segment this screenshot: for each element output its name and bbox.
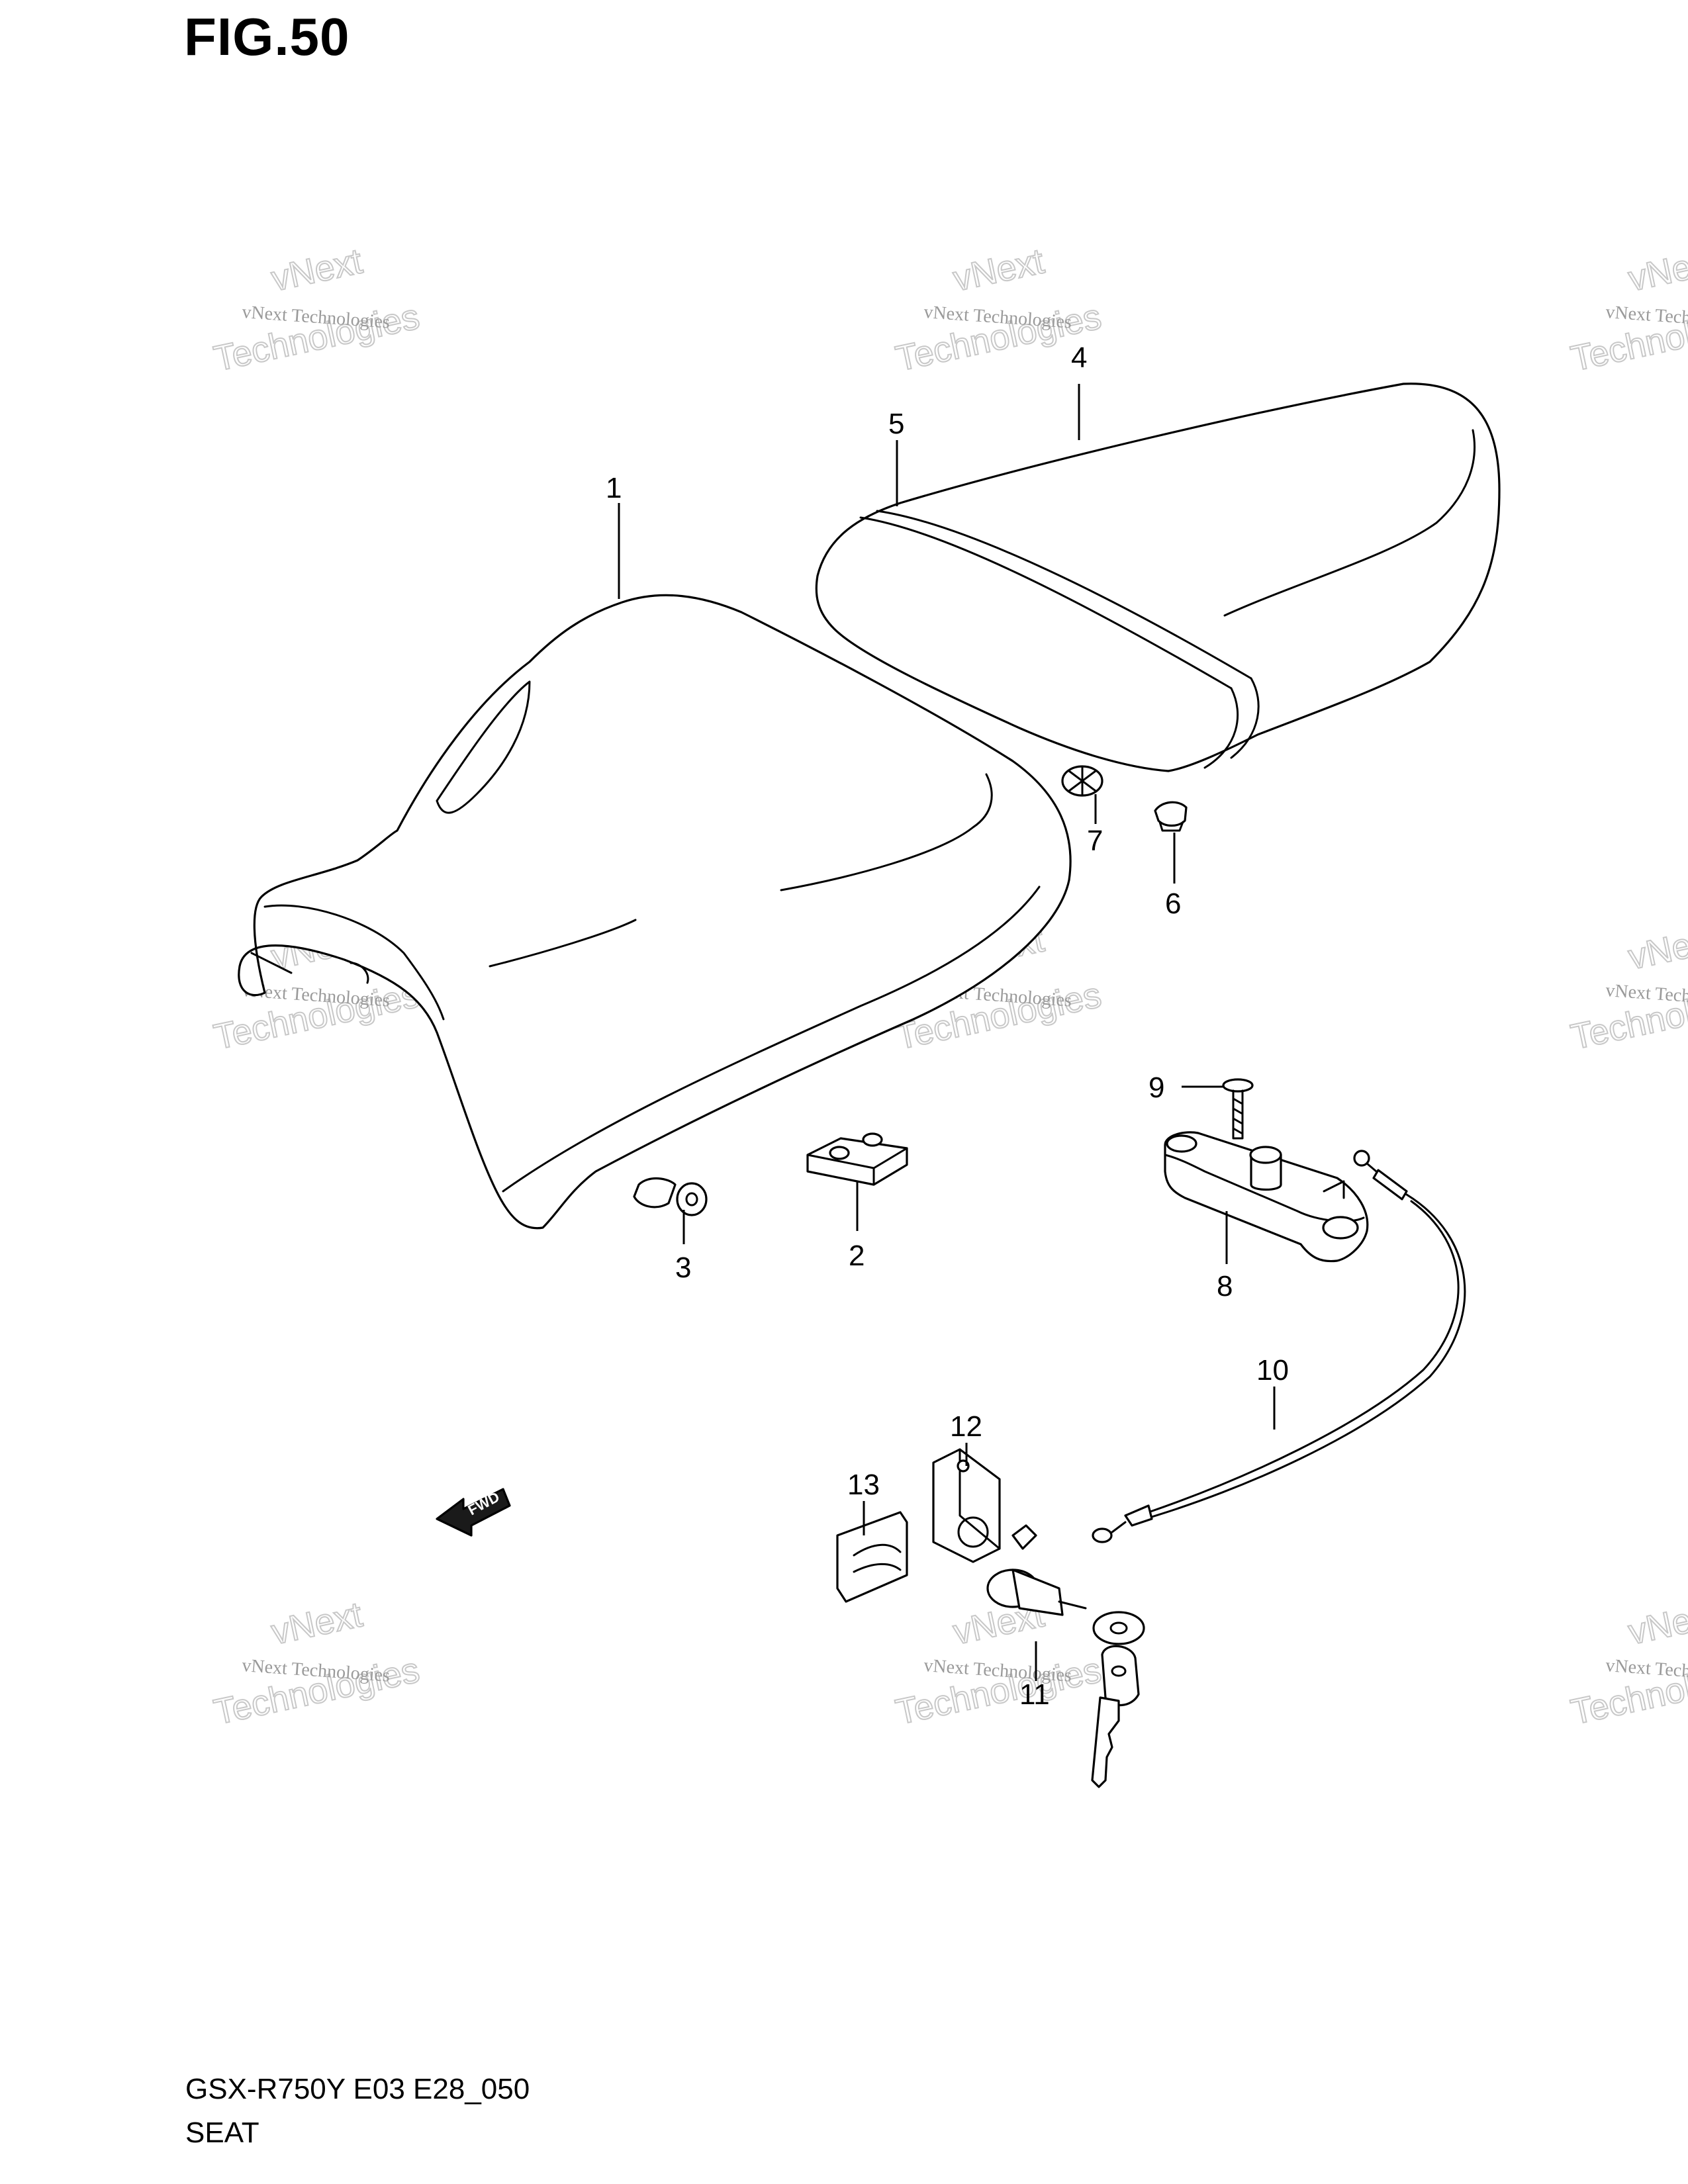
watermark-bottom-left: vNext Technologies: [210, 1594, 424, 1733]
callout-13: 13: [847, 1469, 880, 1501]
section-name: SEAT: [185, 2116, 259, 2149]
leader-lines: [618, 384, 1276, 1681]
watermark-bottom-center: vNext Technologies: [892, 1594, 1105, 1733]
part-cushion: [633, 1177, 708, 1216]
callout-9: 9: [1149, 1071, 1164, 1104]
callout-5: 5: [888, 408, 904, 440]
figure-title: FIG.50: [184, 7, 350, 66]
callout-10: 10: [1256, 1354, 1289, 1387]
callout-labels: 1 2 3 4 5 6 7 8 9 10 11 12 13: [606, 341, 1289, 1711]
part-damper-rubber: [806, 1132, 908, 1186]
callout-8: 8: [1217, 1270, 1233, 1302]
callout-6: 6: [1165, 887, 1181, 920]
part-grommet: [1061, 765, 1103, 797]
model-code: GSX-R750Y E03 E28_050: [185, 2073, 530, 2105]
part-front-seat: [238, 594, 1072, 1230]
part-nut: [1154, 801, 1188, 832]
part-screw: [1222, 1078, 1254, 1140]
part-lock-bracket: [1164, 1131, 1369, 1263]
watermark-top-left: vNext Technologies: [210, 240, 424, 379]
callout-4: 4: [1071, 341, 1087, 374]
part-spring-clip: [836, 1511, 908, 1603]
callout-11: 11: [1019, 1678, 1050, 1711]
fwd-direction-arrow: FWD: [436, 1488, 511, 1537]
callout-1: 1: [606, 472, 622, 504]
callout-3: 3: [675, 1251, 691, 1284]
part-lock-plate: [932, 1448, 1001, 1563]
callout-2: 2: [849, 1240, 865, 1272]
watermark-big-line1: vNext: [268, 1594, 366, 1652]
callout-12: 12: [950, 1410, 982, 1443]
watermark-big-line1: vNext: [268, 241, 366, 298]
part-rear-seat: [815, 383, 1501, 772]
watermark-big-line1: vNext: [1625, 919, 1688, 977]
part-lock-cable: [1092, 1150, 1466, 1543]
watermark-big-line1: vNext: [950, 241, 1048, 298]
watermark-big-line1: vNext: [1625, 1594, 1688, 1652]
callout-7: 7: [1087, 825, 1103, 857]
part-seat-lock-set: [986, 1524, 1145, 1788]
watermark-big-line1: vNext: [1625, 241, 1688, 298]
